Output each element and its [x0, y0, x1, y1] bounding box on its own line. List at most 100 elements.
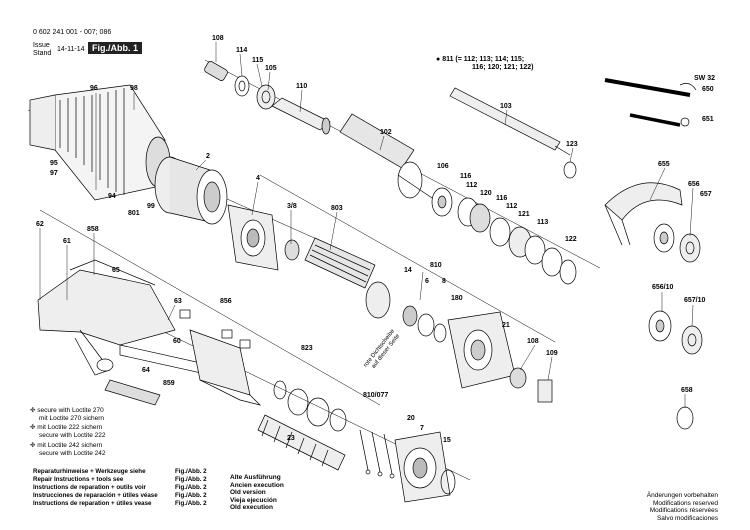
label-115: 115 — [252, 57, 263, 64]
bearing-cover — [394, 431, 456, 503]
stator — [154, 156, 228, 225]
label-801: 801 — [128, 210, 140, 217]
bearing-stack — [431, 187, 577, 285]
label-96: 96 — [90, 85, 98, 92]
label-65: 65 — [112, 267, 120, 274]
instruction-row: Repair Instructions + tools see Fig./Abb… — [33, 476, 207, 483]
stand-label: Stand — [33, 50, 52, 57]
bearing-flange — [227, 204, 279, 271]
label-113: 113 — [537, 219, 548, 226]
label-63: 63 — [174, 298, 182, 305]
club-icon: ✤ — [30, 424, 36, 431]
label-20: 20 — [407, 415, 415, 422]
old-version-note: Alte Ausführung Ancien execution Old ver… — [230, 474, 284, 511]
legend-loctite-222: ✤ mit Loctite 222 sichern secure with Lo… — [30, 424, 106, 439]
label-7: 7 — [420, 425, 424, 432]
guard — [604, 182, 683, 246]
label-859: 859 — [163, 380, 175, 387]
label-sw32: SW 32 — [694, 75, 715, 82]
label-658: 658 — [681, 387, 693, 394]
label-655: 655 — [658, 161, 670, 168]
spindle-103 — [449, 87, 577, 179]
label-121: 121 — [518, 211, 530, 218]
label-23: 23 — [287, 435, 295, 442]
figure-label: Fig./Abb. 1 — [88, 42, 142, 54]
drive-spindle-parts — [204, 61, 436, 201]
instruction-table: Reparaturhinweise + Werkzeuge siehe Fig.… — [33, 468, 213, 508]
ring-658 — [676, 406, 694, 430]
label-110: 110 — [296, 83, 307, 90]
label-856: 856 — [220, 298, 232, 305]
screws — [359, 429, 395, 479]
label-657-10: 657/10 — [684, 297, 706, 304]
label-99: 99 — [147, 203, 155, 210]
instruction-row: Instrucciones de reparación + útiles véa… — [33, 492, 207, 499]
motor-housing — [29, 84, 171, 201]
flange-656 — [653, 223, 701, 263]
wrench-650 — [604, 78, 697, 127]
label-810-077: 810/077 — [363, 392, 388, 399]
label-810: 810 — [430, 262, 442, 269]
label-60: 60 — [173, 338, 181, 345]
label-122: 122 — [565, 236, 577, 243]
legend-loctite-270: ✤ secure with Loctite 270 mit Loctite 27… — [30, 407, 105, 422]
label-112a: 112 — [466, 182, 477, 189]
label-108b: 108 — [527, 338, 539, 345]
issue-date: 14-11-14 — [57, 46, 85, 53]
instruction-row: Instructions de reparation + útiles veas… — [33, 500, 207, 507]
armature — [284, 237, 447, 343]
group-note-line1: 811 (= 112; 113; 114; 115; — [442, 56, 525, 63]
label-112b: 112 — [506, 203, 517, 210]
label-123: 123 — [566, 141, 578, 148]
label-6: 6 — [425, 278, 429, 285]
label-105: 105 — [265, 65, 277, 72]
label-116a: 116 — [460, 173, 471, 180]
label-803: 803 — [331, 205, 343, 212]
label-114: 114 — [236, 47, 247, 54]
part-number: 0 602 241 001 - 007; 086 — [33, 29, 112, 36]
handle-housing — [37, 259, 211, 406]
modifications-note: Änderungen vorbehalten Modifications res… — [646, 492, 718, 522]
label-95: 95 — [50, 160, 58, 167]
label-823: 823 — [301, 345, 313, 352]
gear-housing — [447, 311, 553, 403]
label-64: 64 — [142, 367, 150, 374]
label-62: 62 — [36, 221, 44, 228]
instruction-row: Instructions de reparation + outils voir… — [33, 484, 207, 491]
legend-loctite-242: ✤ mit Loctite 242 sichern secure with Lo… — [30, 442, 106, 457]
label-97: 97 — [50, 170, 58, 177]
label-650: 650 — [702, 86, 714, 93]
group-note-line2: 116; 120; 121; 122) — [472, 64, 534, 71]
switch-assembly — [179, 309, 262, 406]
label-106: 106 — [437, 163, 449, 170]
flange-656-10 — [648, 310, 703, 355]
rings-823 — [273, 380, 347, 432]
label-2: 2 — [206, 153, 210, 160]
label-180: 180 — [451, 295, 463, 302]
label-94: 94 — [108, 193, 116, 200]
label-103: 103 — [500, 103, 512, 110]
label-21: 21 — [502, 322, 510, 329]
label-108a: 108 — [212, 35, 224, 42]
label-651: 651 — [702, 116, 714, 123]
ribbed-sleeve — [257, 414, 346, 471]
label-656: 656 — [688, 181, 700, 188]
label-3-8: 3/8 — [287, 203, 297, 210]
label-15: 15 — [443, 437, 451, 444]
label-14: 14 — [404, 267, 412, 274]
label-4: 4 — [256, 175, 260, 182]
label-116b: 116 — [496, 195, 507, 202]
label-858: 858 — [87, 226, 99, 233]
label-657: 657 — [700, 191, 712, 198]
label-656-10: 656/10 — [652, 284, 674, 291]
label-61: 61 — [63, 238, 71, 245]
label-109: 109 — [546, 350, 558, 357]
issue-label: Issue — [33, 42, 50, 49]
club-icon: ✤ — [30, 442, 36, 449]
instruction-row: Reparaturhinweise + Werkzeuge siehe Fig.… — [33, 468, 207, 475]
club-icon: ✤ — [30, 407, 36, 414]
group-note: ● 811 (= 112; 113; 114; 115; 116; 120; 1… — [436, 56, 534, 72]
group-bullet-icon: ● — [436, 56, 441, 63]
label-8: 8 — [442, 278, 446, 285]
